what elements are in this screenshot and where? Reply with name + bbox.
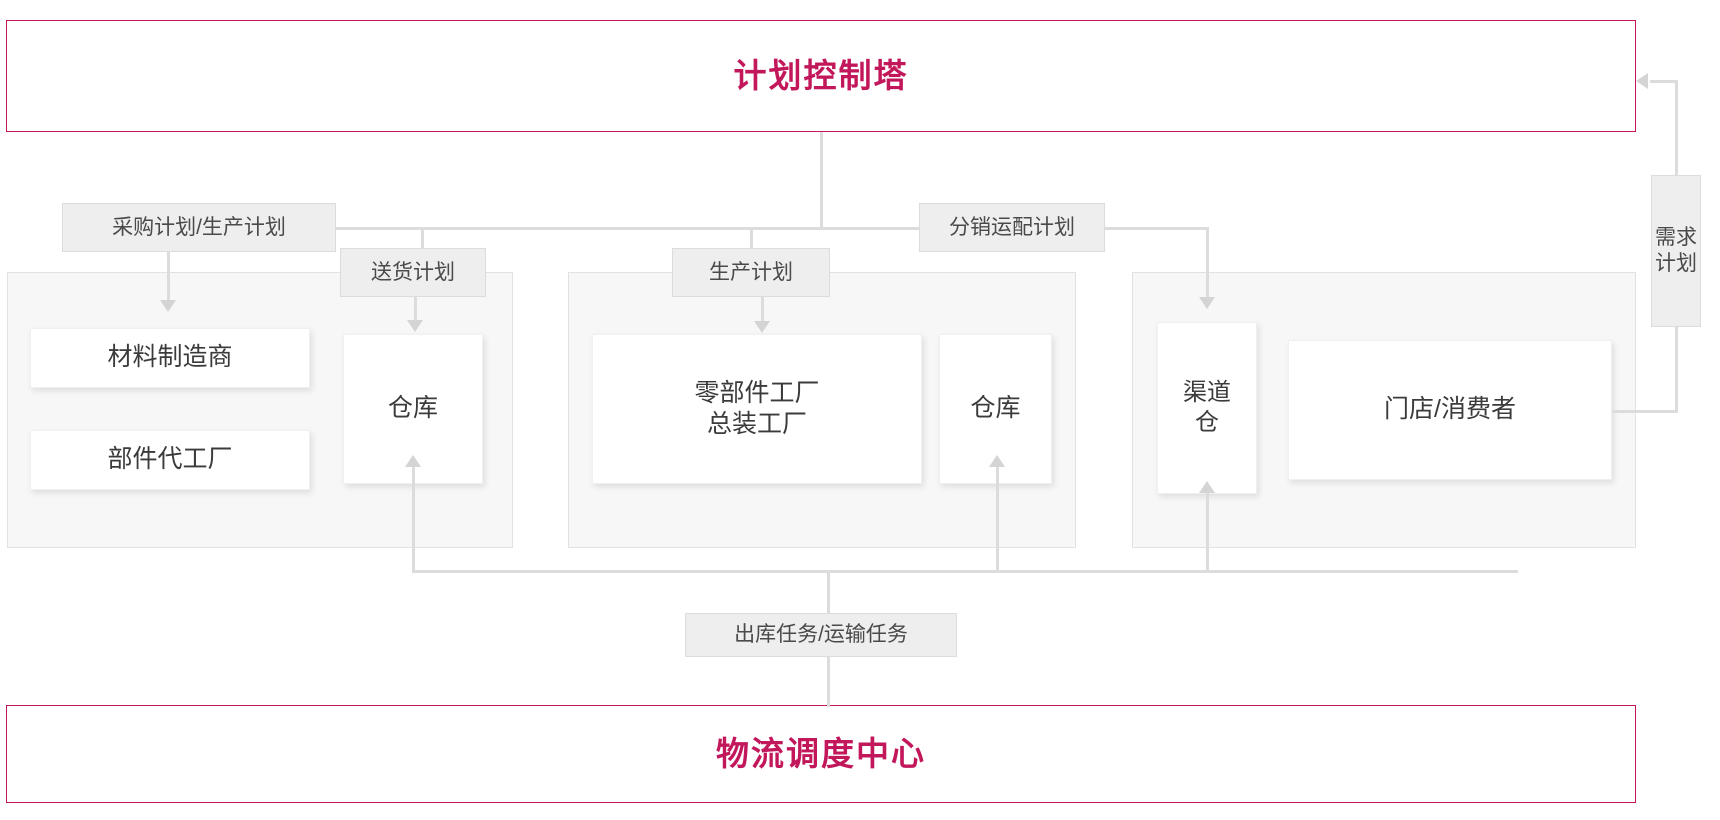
purchase-to-material-line [167, 229, 170, 303]
distribution-plan-tag[interactable]: 分销运配计划 [919, 203, 1105, 252]
demand-to-tower-arrow [1636, 73, 1648, 89]
delivery-to-warehouse-line [414, 277, 417, 325]
delivery-plan-label: 送货计划 [371, 260, 455, 284]
distribution-to-channel-arrow [1199, 297, 1215, 309]
distribution-plan-label: 分销运配计划 [949, 215, 1075, 239]
bus-to-channel-warehouse-arrow [1199, 481, 1215, 493]
component-oem-card[interactable]: 部件代工厂 [30, 430, 310, 490]
planning-control-tower-label: 计划控制塔 [733, 57, 909, 95]
delivery-plan-tag[interactable]: 送货计划 [340, 248, 486, 297]
parts-assembly-plant-card[interactable]: 零部件工厂 总装工厂 [592, 334, 922, 484]
logistics-dispatch-center-banner: 物流调度中心 [6, 705, 1636, 803]
outbound-task-drop-line [827, 570, 830, 614]
demand-to-tower-h-line [1650, 80, 1678, 83]
production-plan-tag[interactable]: 生产计划 [672, 248, 830, 297]
demand-plan-tag[interactable]: 需求 计划 [1651, 175, 1701, 327]
purchase-production-plan-label: 采购计划/生产计划 [112, 215, 286, 239]
bus-to-factory-warehouse-arrow [989, 455, 1005, 467]
store-consumer-label: 门店/消费者 [1384, 395, 1516, 424]
outbound-transport-task-tag[interactable]: 出库任务/运输任务 [685, 613, 957, 657]
component-oem-label: 部件代工厂 [107, 445, 233, 474]
bus-to-channel-warehouse-line [1206, 492, 1209, 572]
outbound-transport-task-label: 出库任务/运输任务 [734, 623, 908, 647]
demand-plan-label: 需求 计划 [1655, 226, 1697, 275]
planning-control-tower-banner: 计划控制塔 [6, 20, 1636, 132]
inbound-warehouse-label: 仓库 [387, 394, 438, 423]
production-to-plant-arrow [754, 321, 770, 333]
demand-to-tower-v-line [1675, 327, 1678, 412]
purchase-plan-bus-stub [335, 227, 351, 230]
logistics-center-feed-line [827, 650, 830, 707]
production-plan-label: 生产计划 [709, 260, 793, 284]
parts-assembly-plant-label: 零部件工厂 总装工厂 [694, 378, 820, 438]
delivery-to-warehouse-arrow [407, 320, 423, 332]
bus-to-inbound-warehouse-line [412, 466, 415, 572]
store-to-demand-h-line [1612, 410, 1678, 413]
delivery-plan-branch-line [421, 227, 424, 251]
channel-warehouse-card[interactable]: 渠道 仓 [1157, 322, 1257, 494]
bus-to-inbound-warehouse-arrow [405, 455, 421, 467]
production-plan-branch-line [750, 227, 753, 251]
bus-to-factory-warehouse-line [996, 466, 999, 572]
demand-riser-line [1675, 80, 1678, 175]
purchase-production-plan-tag[interactable]: 采购计划/生产计划 [62, 203, 336, 252]
material-manufacturer-label: 材料制造商 [107, 343, 233, 372]
distribution-to-channel-h-line [1104, 227, 1209, 230]
purchase-to-material-arrow [160, 300, 176, 312]
control-tower-trunk-line [820, 132, 823, 229]
production-to-plant-line [761, 288, 764, 326]
outbound-task-bus [412, 570, 1518, 573]
channel-warehouse-label: 渠道 仓 [1183, 379, 1231, 436]
material-manufacturer-card[interactable]: 材料制造商 [30, 328, 310, 388]
factory-warehouse-label: 仓库 [970, 394, 1021, 423]
store-consumer-card[interactable]: 门店/消费者 [1288, 340, 1612, 480]
logistics-dispatch-center-label: 物流调度中心 [716, 735, 926, 773]
plan-distribution-bus [335, 227, 1075, 230]
distribution-to-channel-v-line [1206, 227, 1209, 302]
